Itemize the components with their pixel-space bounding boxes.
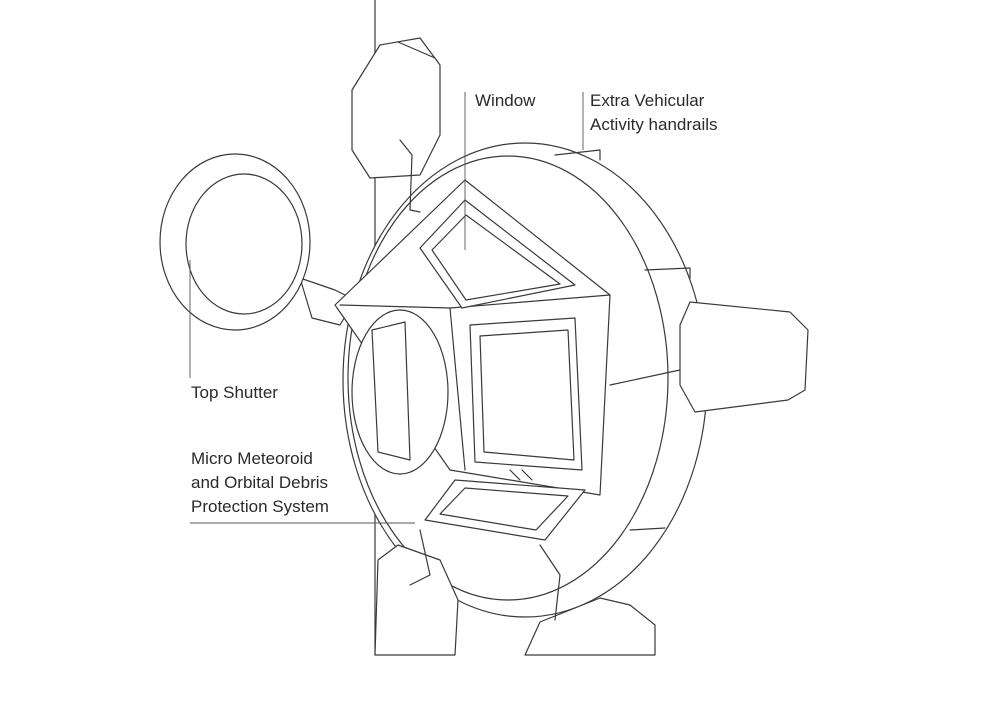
top-shutter-disc <box>159 153 356 331</box>
window-bottom <box>424 469 586 541</box>
label-top-shutter: Top Shutter <box>191 383 278 402</box>
leader-lines <box>189 92 584 524</box>
label-window: Window <box>475 91 536 110</box>
lower-right-shutter <box>524 544 656 656</box>
window-center <box>469 317 583 471</box>
lower-left-shutter <box>374 529 459 656</box>
right-shutter <box>609 301 809 413</box>
label-mmod-line3: Protection System <box>191 497 329 516</box>
label-handrails-line2: Activity handrails <box>590 115 718 134</box>
label-mmod-line2: and Orbital Debris <box>191 473 329 492</box>
upper-left-shutter <box>351 37 441 213</box>
handrails <box>554 149 691 531</box>
window-top <box>419 199 576 309</box>
window-left-round <box>351 309 449 475</box>
label-handrails-line1: Extra Vehicular <box>590 91 705 110</box>
label-mmod-line1: Micro Meteoroid <box>191 449 313 468</box>
